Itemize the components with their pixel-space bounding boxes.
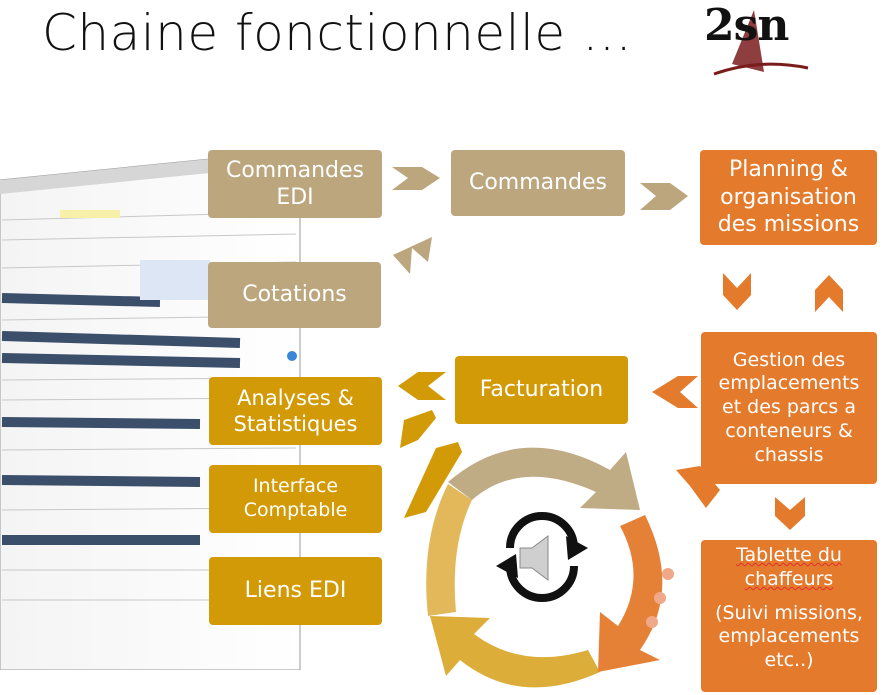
box-commandes-label: Commandes — [468, 170, 608, 196]
box-gestion-label: Gestion des emplacements et des parcs a … — [718, 348, 860, 466]
box-interface: Interface Comptable — [209, 465, 382, 533]
box-commandes-edi-label: Commandes EDI — [225, 157, 365, 211]
box-cotations: Cotations — [208, 262, 381, 328]
logo-text: 2sn — [704, 0, 789, 51]
box-commandes-edi: Commandes EDI — [208, 150, 382, 218]
chevron-arrow-icon — [392, 167, 440, 190]
page-title: Chaine fonctionnelle … — [42, 4, 633, 62]
box-analyses-label: Analyses & Statistiques — [233, 385, 358, 436]
refresh-cycle-icon — [496, 512, 588, 602]
box-analyses: Analyses & Statistiques — [209, 377, 382, 445]
box-tablette: Tablette du chaffeurs (Suivi missions, e… — [701, 540, 877, 692]
cycle-arrow-top — [448, 447, 640, 510]
chevron-arrow-icon — [676, 466, 720, 508]
chevron-arrow-icon — [640, 183, 688, 210]
company-logo: 2sn — [704, 0, 814, 80]
box-interface-label: Interface Comptable — [243, 475, 348, 521]
chevron-arrow-icon — [815, 275, 843, 312]
chevron-arrow-icon — [393, 237, 432, 274]
chevron-arrow-icon — [398, 372, 446, 400]
box-facturation: Facturation — [455, 356, 628, 424]
box-facturation-label: Facturation — [479, 377, 604, 403]
box-liens-edi: Liens EDI — [209, 557, 382, 625]
chevron-arrow-icon — [652, 376, 698, 408]
box-gestion: Gestion des emplacements et des parcs a … — [701, 332, 877, 484]
chevron-arrow-icon — [723, 273, 751, 310]
chevron-arrow-icon — [404, 442, 462, 518]
box-cotations-label: Cotations — [242, 282, 347, 308]
cycle-arrow-right — [598, 515, 663, 672]
cycle-arrow-left — [426, 484, 472, 616]
logo-graphic — [713, 10, 809, 76]
box-planning: Planning & organisation des missions — [700, 150, 877, 245]
chevron-arrow-icon — [775, 497, 805, 530]
box-commandes: Commandes — [451, 150, 625, 216]
chevron-arrow-icon — [400, 410, 436, 448]
box-planning-label: Planning & organisation des missions — [717, 157, 860, 238]
box-tablette-detail: (Suivi missions, emplacements etc..) — [715, 601, 863, 672]
cycle-arrow-bottom — [430, 616, 600, 688]
box-tablette-title: Tablette du chaffeurs — [736, 544, 842, 590]
speaker-icon — [519, 535, 549, 581]
box-liens-edi-label: Liens EDI — [244, 578, 347, 604]
